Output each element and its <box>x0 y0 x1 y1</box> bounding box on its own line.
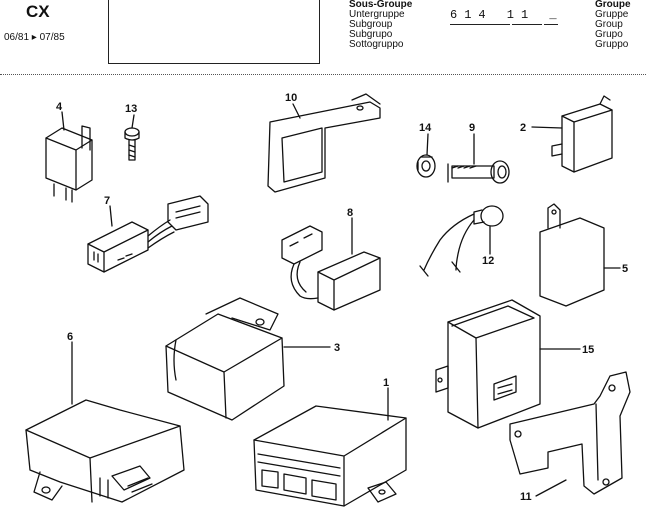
catalog-header: CX 06/81 ▸ 07/85 Sous-Groupe Untergruppe… <box>0 0 646 78</box>
part-5-flasher <box>539 203 605 307</box>
label-13: 13 <box>125 103 137 115</box>
part-10-bracket <box>267 93 381 193</box>
label-6: 3 <box>334 342 340 354</box>
subgroup-label-es: Subgrupo <box>349 29 393 40</box>
label-12: 12 <box>482 255 494 267</box>
part-12-bulb <box>419 205 504 277</box>
part-4-relay <box>45 125 93 203</box>
label-15: 15 <box>582 344 594 356</box>
part-2-relay <box>551 95 613 173</box>
code-underline <box>512 24 542 25</box>
part-15-module <box>435 299 541 429</box>
part-1-ecu <box>253 405 407 507</box>
group-labels: Groupe Gruppe Group Grupo Gruppo <box>595 0 631 50</box>
code-underline <box>544 24 558 25</box>
group-label-de: Gruppe <box>595 9 629 20</box>
leader-7 <box>109 205 113 227</box>
group-code: 614 11 _ <box>450 8 564 22</box>
subgroup-label-en: Subgroup <box>349 19 393 30</box>
model-name: CX <box>26 2 50 21</box>
label-4: 4 <box>56 101 63 113</box>
leader-10 <box>292 103 301 119</box>
leader-13 <box>131 114 135 129</box>
leader-14 <box>426 133 429 156</box>
subgroup-label-it: Sottogruppo <box>349 39 404 50</box>
part-9-holder <box>447 160 510 184</box>
group-label-es: Grupo <box>595 29 623 40</box>
label-5: 5 <box>622 263 628 275</box>
subgroup-label-de: Untergruppe <box>349 9 405 20</box>
label-3: 6 <box>67 331 73 343</box>
label-2: 2 <box>520 122 526 134</box>
subgroup-label-fr: Sous-Groupe <box>349 0 413 10</box>
group-label-en: Group <box>595 19 623 30</box>
label-11: 11 <box>520 491 532 503</box>
part-11-bracket <box>509 371 631 495</box>
group-label-fr: Groupe <box>595 0 631 10</box>
label-9: 9 <box>469 122 475 134</box>
label-7: 7 <box>104 195 110 207</box>
part-14-nut <box>416 154 436 178</box>
label-1: 1 <box>383 377 389 389</box>
leader-2 <box>531 126 563 129</box>
date-range: 06/81 ▸ 07/85 <box>4 32 65 43</box>
header-divider <box>0 74 646 75</box>
leader-11 <box>535 479 567 497</box>
group-label-it: Gruppo <box>595 39 629 50</box>
label-8: 8 <box>347 207 353 219</box>
part-6-cover <box>165 297 285 421</box>
header-box <box>108 0 320 64</box>
label-10: 10 <box>285 92 297 104</box>
label-14: 14 <box>419 122 432 134</box>
leader-4 <box>61 111 65 131</box>
subgroup-labels: Sous-Groupe Untergruppe Subgroup Subgrup… <box>349 0 412 50</box>
part-3-unit <box>25 399 185 503</box>
code-underline <box>450 24 510 25</box>
part-8-module <box>281 225 381 311</box>
part-7-harness <box>87 195 209 273</box>
part-13-screw <box>124 127 140 161</box>
